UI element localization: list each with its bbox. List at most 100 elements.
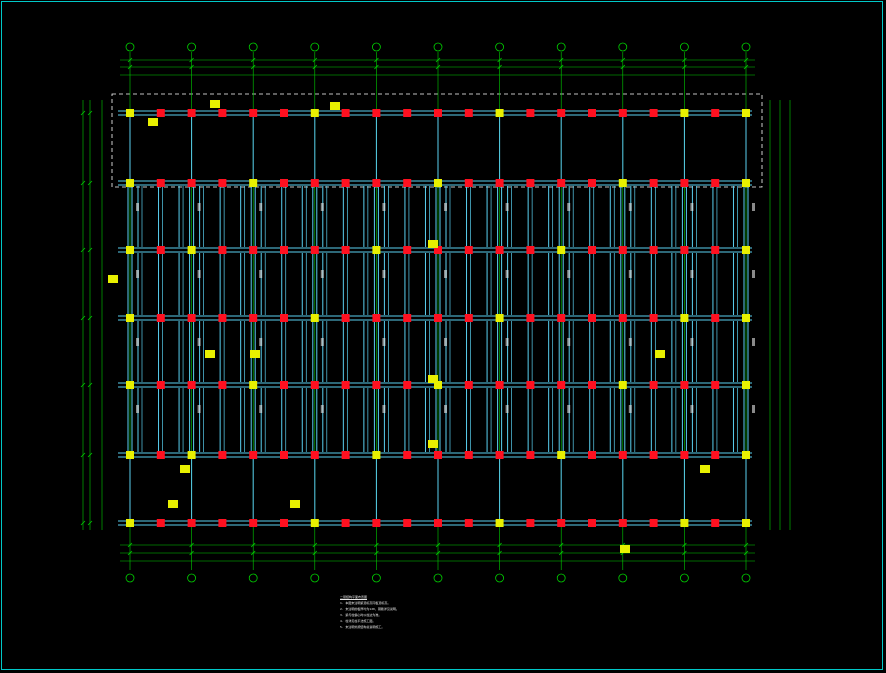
note-line: 2. 未注明的板厚均为120，钢筋详见说明。: [340, 607, 399, 611]
beam-label: [505, 405, 509, 413]
structural-column: [742, 179, 750, 187]
structural-column: [310, 109, 319, 117]
structural-column: [372, 179, 381, 187]
structural-column: [680, 381, 689, 389]
structural-column: [711, 246, 720, 254]
beam-label: [136, 405, 139, 413]
structural-column: [249, 314, 258, 322]
structural-column: [742, 314, 750, 322]
structural-column: [434, 519, 442, 527]
structural-column: [711, 314, 720, 322]
structural-column: [126, 451, 134, 459]
dimension-tick: [80, 247, 86, 253]
structural-column: [403, 519, 412, 527]
structural-column: [341, 381, 350, 389]
dimension-tick: [497, 550, 502, 556]
dimension-tick: [312, 64, 318, 70]
structural-column: [341, 451, 350, 459]
dimension-tick: [80, 315, 86, 321]
beam-label: [259, 338, 263, 346]
structural-column: [187, 109, 196, 117]
annotation-tag: [655, 350, 665, 358]
dimension-tick: [250, 550, 256, 556]
annotation-tag: [290, 500, 300, 508]
structural-column: [742, 109, 750, 117]
structural-column: [526, 246, 535, 254]
dimension-tick: [87, 110, 93, 116]
structural-column: [588, 451, 596, 459]
beam-label: [136, 203, 139, 211]
grid-bubble-top: [495, 42, 505, 52]
structural-column: [126, 109, 134, 117]
structural-column: [742, 451, 750, 459]
grid-bubble-top: [433, 42, 443, 52]
structural-column: [310, 381, 319, 389]
structural-column: [464, 314, 473, 322]
structural-column: [372, 314, 381, 322]
structural-column: [218, 381, 227, 389]
structural-column: [464, 381, 473, 389]
structural-column: [372, 451, 381, 459]
grid-bubble-top: [187, 42, 197, 52]
structural-column: [588, 381, 596, 389]
dimension-tick: [435, 550, 441, 556]
dimension-tick: [682, 542, 687, 548]
structural-column: [557, 246, 566, 254]
dimension-tick: [87, 452, 93, 458]
structural-column: [618, 179, 627, 187]
dimension-tick: [743, 542, 749, 548]
structural-column: [588, 246, 596, 254]
structural-column: [372, 519, 381, 527]
beam-label: [444, 203, 447, 211]
structural-column: [526, 314, 535, 322]
beam-label: [197, 270, 201, 278]
beam-label: [197, 405, 201, 413]
dimension-tick: [87, 247, 93, 253]
structural-column: [280, 519, 288, 527]
dimension-tick: [250, 57, 256, 63]
structural-column: [156, 381, 165, 389]
structural-column: [126, 179, 134, 187]
structural-column: [156, 519, 165, 527]
grid-bubble-bottom: [371, 573, 381, 583]
structural-column: [742, 519, 750, 527]
structural-column: [310, 314, 319, 322]
structural-column: [403, 381, 412, 389]
structural-column: [649, 246, 658, 254]
beam-label: [505, 203, 509, 211]
beam-label: [382, 270, 386, 278]
dimension-tick: [80, 452, 86, 458]
structural-column: [249, 109, 258, 117]
structural-column: [187, 381, 196, 389]
structural-column: [341, 519, 350, 527]
structural-column: [680, 314, 689, 322]
annotation-tag: [428, 375, 438, 383]
structural-column: [464, 179, 473, 187]
dimension-tick: [743, 550, 749, 556]
beam-label: [136, 270, 139, 278]
dimension-tick: [87, 382, 93, 388]
beam-label: [444, 270, 447, 278]
structural-column: [495, 109, 504, 117]
structural-column: [434, 179, 442, 187]
structural-column: [341, 109, 350, 117]
structural-column: [711, 519, 720, 527]
structural-column: [711, 109, 720, 117]
beam-label: [690, 338, 694, 346]
grid-bubble-top: [310, 42, 320, 52]
annotation-tag: [620, 545, 630, 553]
dimension-tick: [558, 550, 564, 556]
structural-column: [711, 381, 720, 389]
beam-label: [382, 405, 386, 413]
dimension-tick: [620, 64, 626, 70]
grid-bubble-bottom: [187, 573, 197, 583]
dimension-tick: [80, 110, 86, 116]
grid-bubble-bottom: [310, 573, 320, 583]
dimension-tick: [620, 57, 626, 63]
grid-bubble-bottom: [125, 573, 135, 583]
structural-column: [403, 314, 412, 322]
annotation-tag: [168, 500, 178, 508]
dimension-tick: [374, 64, 379, 70]
structural-column: [126, 246, 134, 254]
